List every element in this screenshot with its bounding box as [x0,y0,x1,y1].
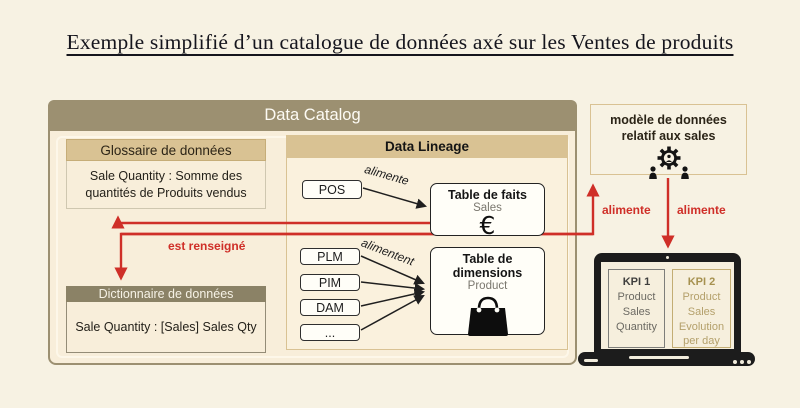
dimension-table-box: Table de dimensions Product [430,247,545,336]
data-catalog-header: Data Catalog [48,100,577,131]
source-box-pim: PIM [300,274,360,291]
laptop-base [578,352,755,366]
source-box-plm: PLM [300,248,360,265]
arrow-dam-to-dim [360,288,426,307]
label-est-renseigne: est renseigné [168,239,246,253]
laptop-display [601,262,734,349]
arrow-fact-to-model [121,183,600,236]
data-model-label-line1: modèle de données [610,113,727,127]
source-box-pos: POS [302,180,362,199]
kpi1-title: KPI 1 [622,276,651,288]
dictionary-header: Dictionnaire de données [66,286,266,302]
euro-icon: € [479,211,496,240]
source-box-other: ... [300,324,360,341]
glossary-header: Glossaire de données [66,139,266,161]
arrow-etc-to-dim [360,294,425,331]
gear-people-icon [648,146,689,179]
glossary-body: Sale Quantity : Somme des quantités de P… [66,161,266,209]
fact-table-subtitle: Sales [473,202,502,214]
source-box-dam: DAM [300,299,360,316]
kpi2-body: Product Sales Evolution per day [678,290,725,348]
data-lineage-header: Data Lineage [286,135,568,158]
label-alimente-kpi: alimente [677,203,726,217]
fact-table-title: Table de faits [448,188,527,202]
arrow-plm-to-dim [360,255,425,285]
data-model-label-line2: relatif aux sales [621,129,716,144]
dimension-table-subtitle: Product [467,280,508,292]
arrow-pim-to-dim [360,281,426,294]
dictionary-body: Sale Quantity : [Sales] Sales Qty [66,302,266,353]
arrow-pos-to-fact [362,187,428,209]
kpi-card-2: KPI 2 Product Sales Evolution per day [672,269,731,348]
laptop-base-notch [629,356,689,359]
laptop-base-dot [733,360,737,364]
laptop-base-dot [747,360,751,364]
label-alimente-model: alimente [602,203,651,217]
kpi-card-1: KPI 1 Product Sales Quantity [608,269,665,348]
arrow-fact-to-glossary [111,215,430,229]
laptop-base-dot [740,360,744,364]
data-model-box: modèle de données relatif aux sales [590,104,747,179]
kpi1-body: Product Sales Quantity [616,290,657,333]
webcam-dot-icon [666,256,669,259]
kpi2-title: KPI 2 [687,276,716,288]
page-title: Exemple simplifié d’un catalogue de donn… [66,30,734,54]
laptop-base-dash [584,359,598,362]
fact-table-box: Table de faits Sales € [430,183,545,240]
handbag-icon [467,296,508,336]
dimension-table-title: Table de dimensions [452,252,523,280]
